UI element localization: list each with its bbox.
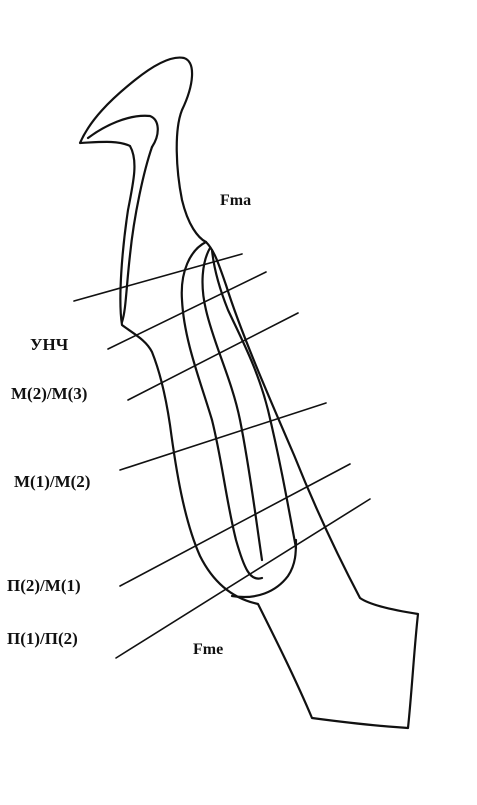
- label-unch: УНЧ: [30, 336, 68, 353]
- label-fme: Fme: [193, 642, 223, 658]
- condyle-inner: [122, 147, 152, 322]
- canal-mid-wall: [203, 248, 262, 560]
- label-fma: Fma: [220, 193, 251, 209]
- cross-line-5: [120, 464, 350, 586]
- label-m2-m3: М(2)/М(3): [11, 385, 87, 402]
- label-p1-p2: П(1)/П(2): [7, 630, 78, 647]
- bone-outline: [80, 58, 418, 728]
- canal-bottom-cap: [232, 540, 296, 597]
- cross-line-6: [116, 499, 370, 658]
- label-m1-m2: М(1)/М(2): [14, 473, 90, 490]
- label-p2-m1: П(2)/М(1): [7, 577, 81, 594]
